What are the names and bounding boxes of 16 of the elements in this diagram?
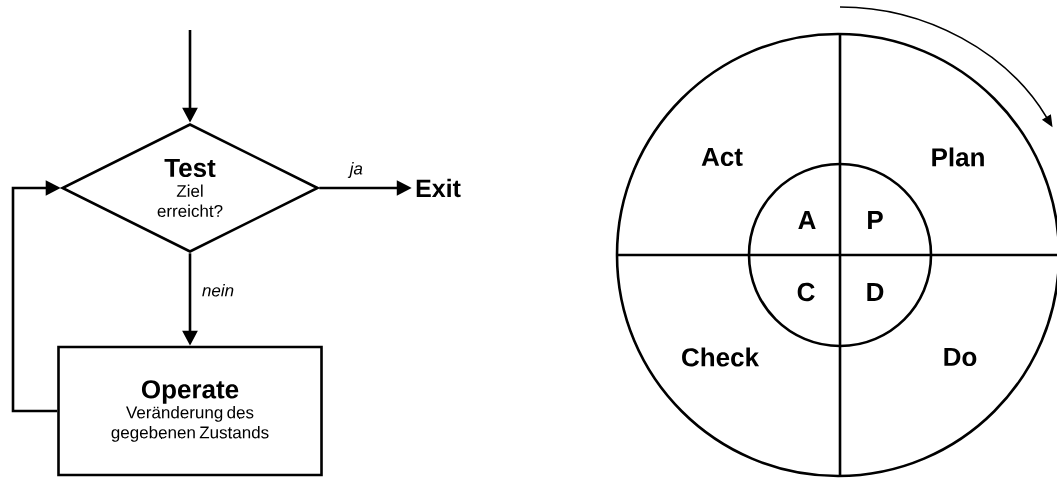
phase-letter: P [868, 211, 883, 229]
phase-label: Do [944, 347, 977, 367]
phase-label: Act [701, 147, 743, 167]
node-text: Veränderung des gegebenen Zustands [111, 406, 269, 442]
edge-label: ja [347, 161, 364, 179]
phase-letter: A [798, 211, 816, 229]
phase-label: Check [682, 347, 760, 367]
exit-label: Exit [416, 178, 461, 198]
node-title: Test [164, 158, 216, 178]
process-box [57, 345, 323, 477]
phase-letter: C [797, 282, 815, 302]
edge-label: nein [200, 283, 236, 298]
phase-label: Plan [932, 147, 984, 167]
node-title: Operate [141, 380, 239, 404]
phase-letter: D [867, 283, 884, 301]
node-text: Ziel erreicht? [157, 184, 223, 218]
